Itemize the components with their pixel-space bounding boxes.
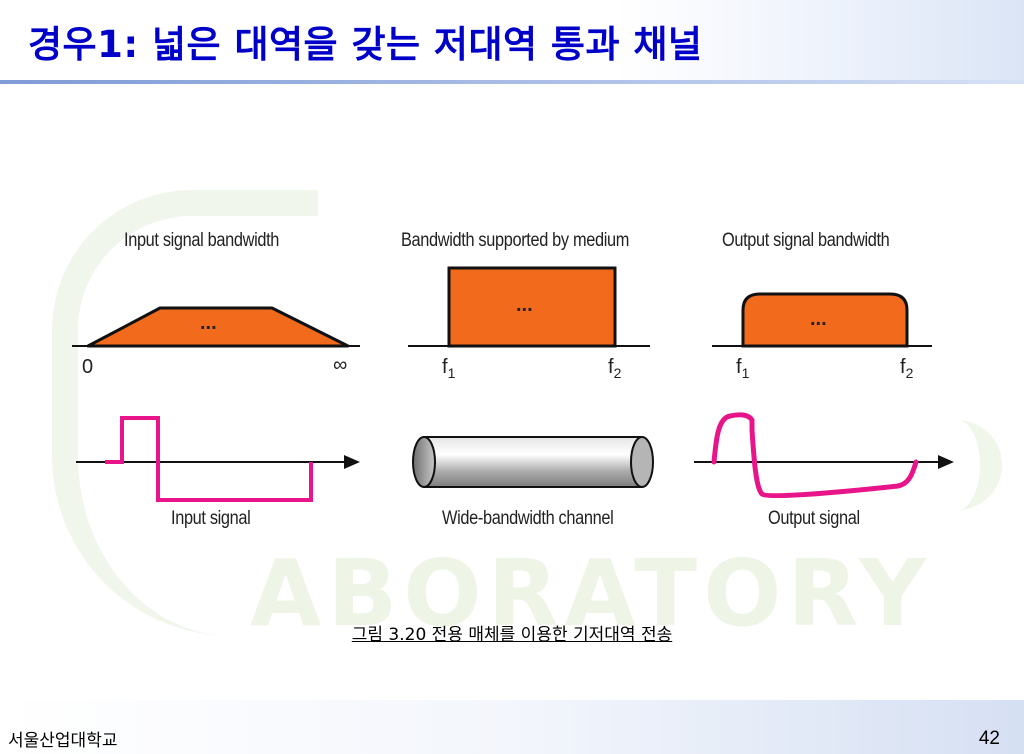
input-spectrum — [72, 306, 360, 348]
title-divider — [0, 80, 1024, 84]
channel-far-end — [630, 436, 654, 488]
channel-body — [424, 437, 642, 487]
input-signal-waveform — [105, 416, 313, 502]
baseband-transmission-figure — [72, 266, 954, 502]
watermark-text: ABORATORY — [250, 540, 932, 647]
input-spectrum-ellipsis: ... — [200, 312, 217, 334]
medium-axis-label-f1: f1 — [442, 356, 456, 381]
output-spectrum-shape — [741, 292, 909, 348]
input-signal-arrowhead — [344, 455, 360, 469]
input-bandwidth-label: Input signal bandwidth — [124, 230, 280, 251]
medium-axis-label-f2: f2 — [608, 356, 622, 381]
input-spectrum-shape — [86, 306, 350, 348]
output-spectrum-ellipsis: ... — [810, 308, 827, 330]
output-axis-label-f2: f2 — [900, 356, 914, 381]
axis-label-zero: 0 — [82, 356, 94, 378]
channel-near-end — [412, 436, 436, 488]
footer-institution: 서울산업대학교 — [8, 731, 118, 751]
footer-bar — [0, 700, 1024, 754]
title-bar — [0, 0, 1024, 80]
page-number: 42 — [978, 728, 1000, 749]
output-signal-label: Output signal — [768, 508, 860, 529]
output-signal-arrowhead — [938, 455, 954, 469]
medium-bandwidth-label: Bandwidth supported by medium — [401, 230, 630, 251]
input-signal — [76, 416, 360, 502]
output-signal-waveform — [711, 412, 919, 499]
output-spectrum — [712, 292, 932, 348]
output-axis-label-f1: f1 — [736, 356, 750, 381]
wide-bandwidth-channel — [412, 436, 654, 488]
figure-caption: 그림 3.20 전용 매체를 이용한 기저대역 전송 — [351, 625, 673, 645]
output-bandwidth-label: Output signal bandwidth — [722, 230, 890, 251]
channel-label: Wide-bandwidth channel — [442, 508, 614, 529]
input-signal-label: Input signal — [171, 508, 251, 529]
medium-spectrum-ellipsis: ... — [516, 294, 533, 316]
medium-spectrum — [408, 266, 650, 348]
axis-label-infinity: ∞ — [333, 354, 348, 376]
slide-title: 경우1: 넓은 대역을 갖는 저대역 통과 채널 — [28, 23, 703, 66]
output-signal — [694, 412, 954, 499]
